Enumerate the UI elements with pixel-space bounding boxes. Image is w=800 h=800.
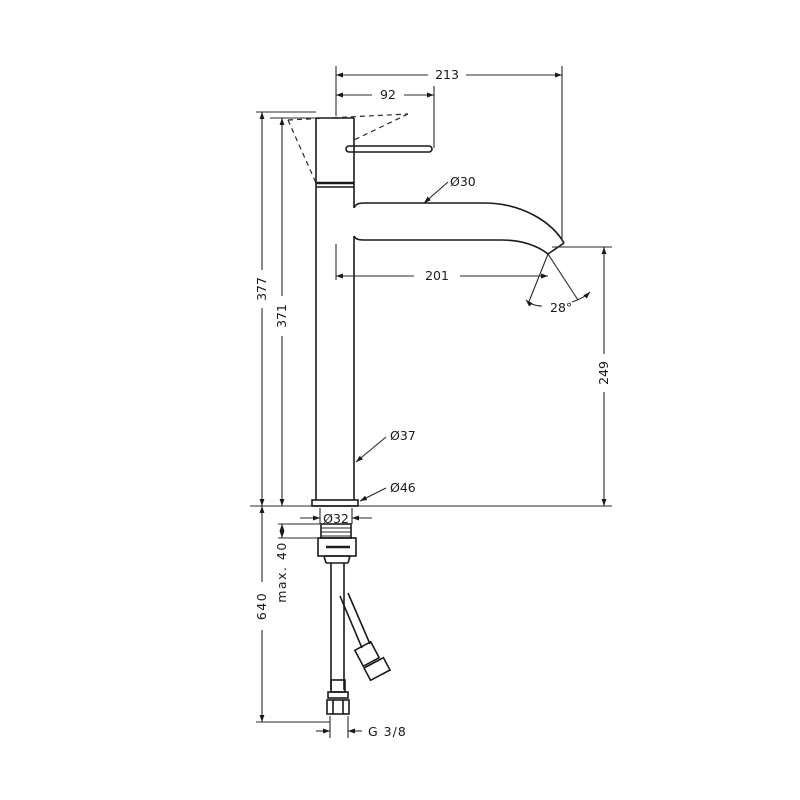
dim-201: 201	[425, 268, 449, 283]
dim-92: 92	[380, 87, 396, 102]
faucet-outline	[311, 117, 565, 507]
lever-swing-outline	[287, 113, 409, 184]
dim-max-40: max. 40	[274, 541, 289, 603]
dim-diameter-37: Ø37	[390, 428, 416, 443]
dim-diameter-46: Ø46	[390, 480, 416, 495]
dim-377: 377	[254, 277, 269, 301]
dim-diameter-32: Ø32	[323, 511, 349, 526]
dim-640: 640	[254, 592, 269, 620]
extension-lines	[250, 66, 612, 738]
dim-angle-28: 28°	[550, 300, 572, 315]
dimension-lines	[259, 72, 607, 734]
mounting-assembly	[317, 523, 392, 715]
dim-371: 371	[274, 304, 289, 328]
dimension-labels: 213 92 Ø30 201 28° 377 371 249 Ø37 Ø46 Ø…	[254, 67, 611, 739]
dim-diameter-30: Ø30	[450, 174, 476, 189]
dim-213: 213	[435, 67, 459, 82]
dim-249: 249	[596, 361, 611, 385]
thread-g-3-8: G 3/8	[368, 724, 407, 739]
